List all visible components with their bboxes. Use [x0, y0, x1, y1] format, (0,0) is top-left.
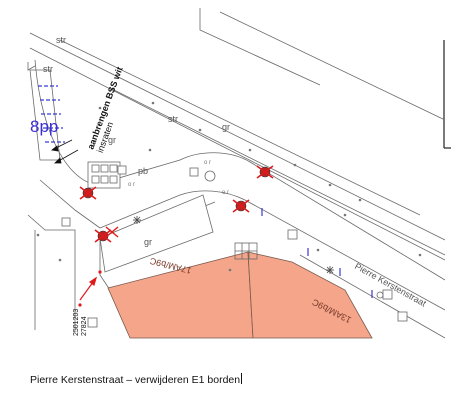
caption: Pierre Kerstenstraat – verwijderen E1 bo… [30, 373, 243, 386]
sign-removal-marks [79, 165, 274, 243]
label-str-top: str [56, 35, 66, 45]
sign-removal-3 [232, 199, 250, 213]
red-arrow [79, 276, 98, 301]
road-lines [27, 8, 446, 339]
building-2 [247, 251, 373, 339]
label-gr-2: gr [108, 135, 116, 145]
parking-label: 8pp [30, 117, 58, 136]
plot-id-1: 2501203 [73, 309, 80, 336]
round-feature-2 [376, 291, 384, 299]
sign-removal-5 [105, 226, 119, 238]
text-cursor [241, 373, 243, 384]
buildings [107, 251, 373, 339]
plot-id-2: 27824 [81, 316, 88, 336]
road-markers: o r o r o r [128, 160, 229, 196]
map-frame [443, 40, 451, 149]
label-str-left: str [43, 64, 53, 74]
svg-text:o r: o r [204, 160, 211, 166]
round-feature [204, 170, 216, 182]
street-name-label: Pierre Kerstenstraat [353, 261, 428, 309]
curb-markers [78, 270, 102, 307]
svg-text:o r: o r [128, 182, 135, 188]
label-pb: pb [138, 166, 148, 176]
sign-removal-1 [79, 186, 97, 200]
annotation-arrows [51, 139, 79, 164]
label-gr-1: gr [222, 122, 230, 132]
gr-building [99, 194, 214, 273]
blue-markers [261, 208, 373, 298]
label-gr-building: gr [144, 237, 152, 247]
label-str-mid: str [168, 114, 178, 124]
grid-tile [234, 242, 258, 260]
tree-symbols [133, 216, 334, 274]
svg-text:o r: o r [222, 190, 229, 196]
sign-removal-2 [256, 165, 274, 179]
sign-removal-4 [94, 229, 112, 243]
caption-text: Pierre Kerstenstraat – verwijderen E1 bo… [30, 374, 241, 386]
pb-block [87, 161, 127, 189]
